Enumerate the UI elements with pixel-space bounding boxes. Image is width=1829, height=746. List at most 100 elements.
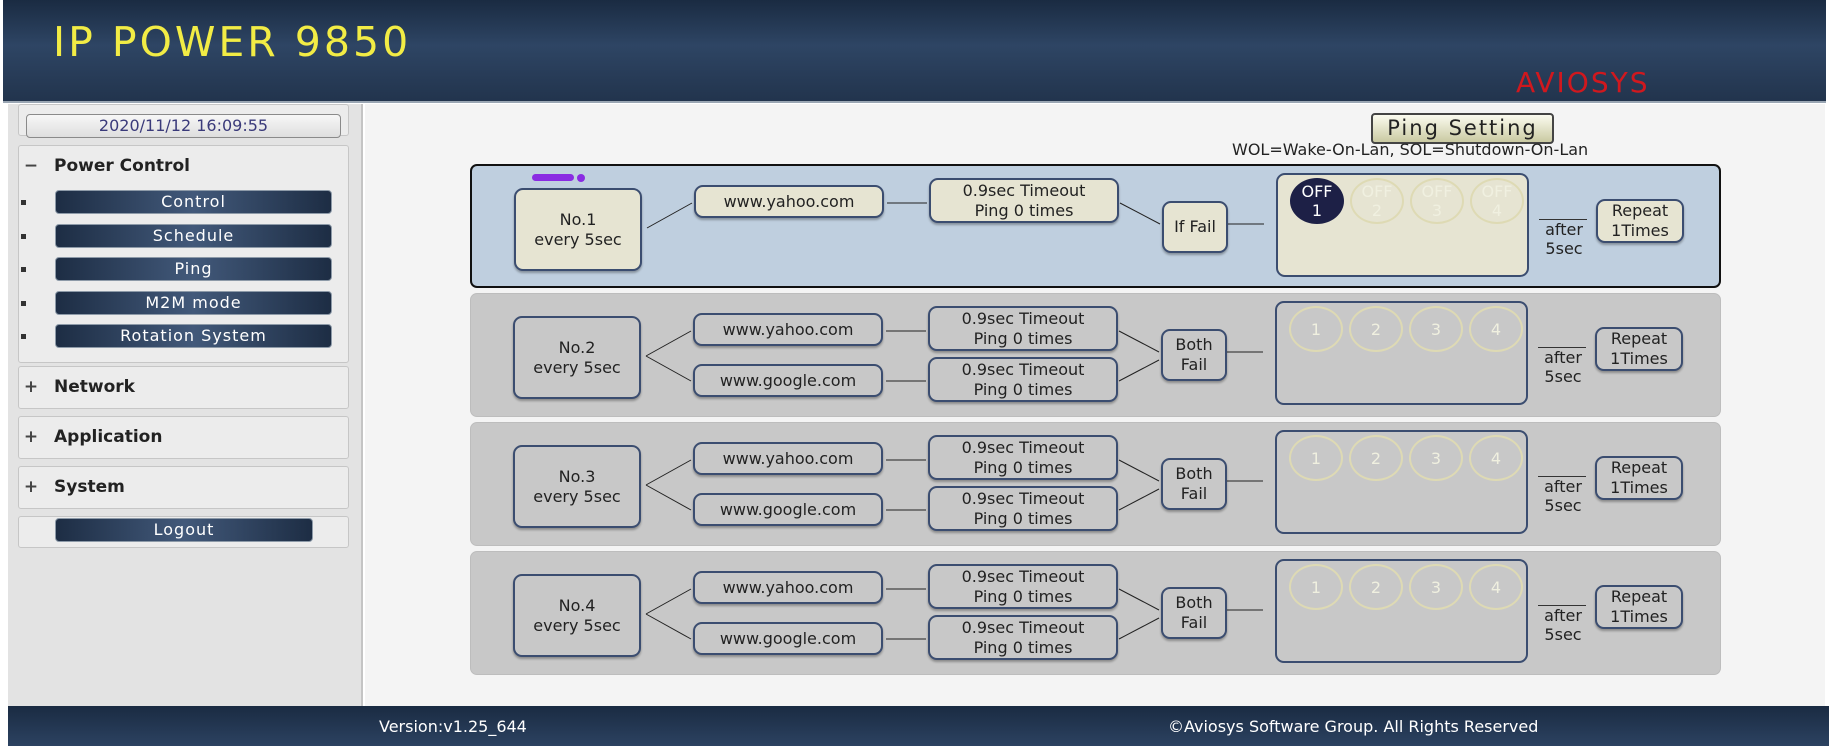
- outlet-state: OFF: [1301, 182, 1333, 201]
- section-power-control[interactable]: −Power Control: [20, 156, 190, 176]
- repeat-times: 1Times: [1610, 349, 1668, 368]
- ping-host-box[interactable]: www.google.com: [693, 364, 883, 397]
- outlet-1-button[interactable]: 1: [1289, 306, 1343, 352]
- section-system[interactable]: +System: [20, 477, 125, 497]
- outlet-number: 4: [1490, 448, 1502, 468]
- condition-box[interactable]: If Fail: [1162, 201, 1228, 253]
- datetime-display: 2020/11/12 16:09:55: [26, 114, 341, 138]
- condition-box[interactable]: Both Fail: [1161, 329, 1227, 381]
- bullet-icon: [21, 334, 26, 339]
- nav-control-button[interactable]: Control: [55, 190, 332, 214]
- footer: Version:v1.25_644 ©Aviosys Software Grou…: [8, 706, 1829, 746]
- outlet-2-button[interactable]: 2: [1349, 306, 1403, 352]
- version-text: Version:v1.25_644: [379, 717, 527, 736]
- expand-icon: +: [23, 377, 39, 397]
- outlet-1-button[interactable]: 1: [1289, 435, 1343, 481]
- ping-host-box[interactable]: www.yahoo.com: [693, 442, 883, 475]
- outlet-1-button[interactable]: 1: [1289, 564, 1343, 610]
- timeout-text: 0.9sec Timeout: [961, 437, 1085, 457]
- progress-bar: [532, 174, 574, 181]
- expand-icon: +: [23, 477, 39, 497]
- outlet-number: 1: [1310, 319, 1322, 339]
- ping-host: www.google.com: [719, 370, 857, 390]
- ping-setting-button[interactable]: Ping Setting: [1371, 113, 1554, 144]
- nav-rotation-system-button[interactable]: Rotation System: [55, 324, 332, 348]
- outlet-2-button[interactable]: 2: [1349, 435, 1403, 481]
- connector-lines: [645, 330, 1263, 382]
- after-label: after: [1545, 220, 1583, 239]
- bullet-icon: [21, 267, 26, 272]
- nav-ping-button[interactable]: Ping: [55, 257, 332, 281]
- outlet-number: 1: [1310, 448, 1322, 468]
- section-label: Network: [54, 377, 135, 397]
- outlet-3-button[interactable]: 3: [1409, 306, 1463, 352]
- condition-text: Both Fail: [1175, 464, 1213, 503]
- ping-count: Ping 0 times: [973, 457, 1073, 477]
- after-label: after: [1544, 606, 1582, 625]
- nav-schedule-button[interactable]: Schedule: [55, 224, 332, 248]
- ping-host-box[interactable]: www.yahoo.com: [693, 313, 883, 346]
- ping-host-box[interactable]: www.google.com: [693, 622, 883, 655]
- nav-m2m-mode-button[interactable]: M2M mode: [55, 291, 332, 315]
- ping-count: Ping 0 times: [973, 379, 1073, 399]
- rule-interval: every 5sec: [533, 486, 621, 506]
- condition-text: Both Fail: [1175, 593, 1213, 632]
- outlet-4-button[interactable]: 4: [1469, 435, 1523, 481]
- ping-host-box[interactable]: www.yahoo.com: [694, 185, 884, 218]
- outlet-number: 3: [1430, 577, 1442, 597]
- condition-box[interactable]: Both Fail: [1161, 587, 1227, 639]
- wol-sol-legend: WOL=Wake-On-Lan, SOL=Shutdown-On-Lan: [1232, 140, 1589, 159]
- section-application[interactable]: +Application: [20, 427, 163, 447]
- condition-box[interactable]: Both Fail: [1161, 458, 1227, 510]
- ping-host-box[interactable]: www.google.com: [693, 493, 883, 526]
- logout-button[interactable]: Logout: [55, 518, 313, 542]
- ping-host-box[interactable]: www.yahoo.com: [693, 571, 883, 604]
- repeat-label: Repeat: [1610, 587, 1668, 606]
- repeat-label: Repeat: [1610, 329, 1668, 348]
- section-label: Application: [54, 427, 163, 447]
- copyright-text: ©Aviosys Software Group. All Rights Rese…: [1168, 717, 1539, 736]
- rule-number: No.3: [558, 466, 596, 486]
- bullet-icon: [21, 234, 26, 239]
- timeout-text: 0.9sec Timeout: [961, 617, 1085, 637]
- outlet-state: OFF: [1481, 182, 1513, 201]
- connector-lines: [645, 588, 1263, 640]
- ping-count: Ping 0 times: [973, 508, 1073, 528]
- outlet-3-button[interactable]: 3: [1409, 435, 1463, 481]
- ping-host: www.yahoo.com: [722, 319, 854, 339]
- ping-count: Ping 0 times: [973, 586, 1073, 606]
- outlet-4-button[interactable]: 4: [1469, 306, 1523, 352]
- section-label: Power Control: [54, 156, 190, 176]
- outlet-3-button[interactable]: 3: [1409, 564, 1463, 610]
- outlet-number: 2: [1370, 319, 1382, 339]
- timeout-text: 0.9sec Timeout: [961, 359, 1085, 379]
- outlet-2-button[interactable]: 2: [1349, 564, 1403, 610]
- section-network[interactable]: + Network: [20, 377, 135, 397]
- bullet-icon: [21, 301, 26, 306]
- ping-host: www.google.com: [719, 628, 857, 648]
- outlet-4-button[interactable]: 4: [1469, 564, 1523, 610]
